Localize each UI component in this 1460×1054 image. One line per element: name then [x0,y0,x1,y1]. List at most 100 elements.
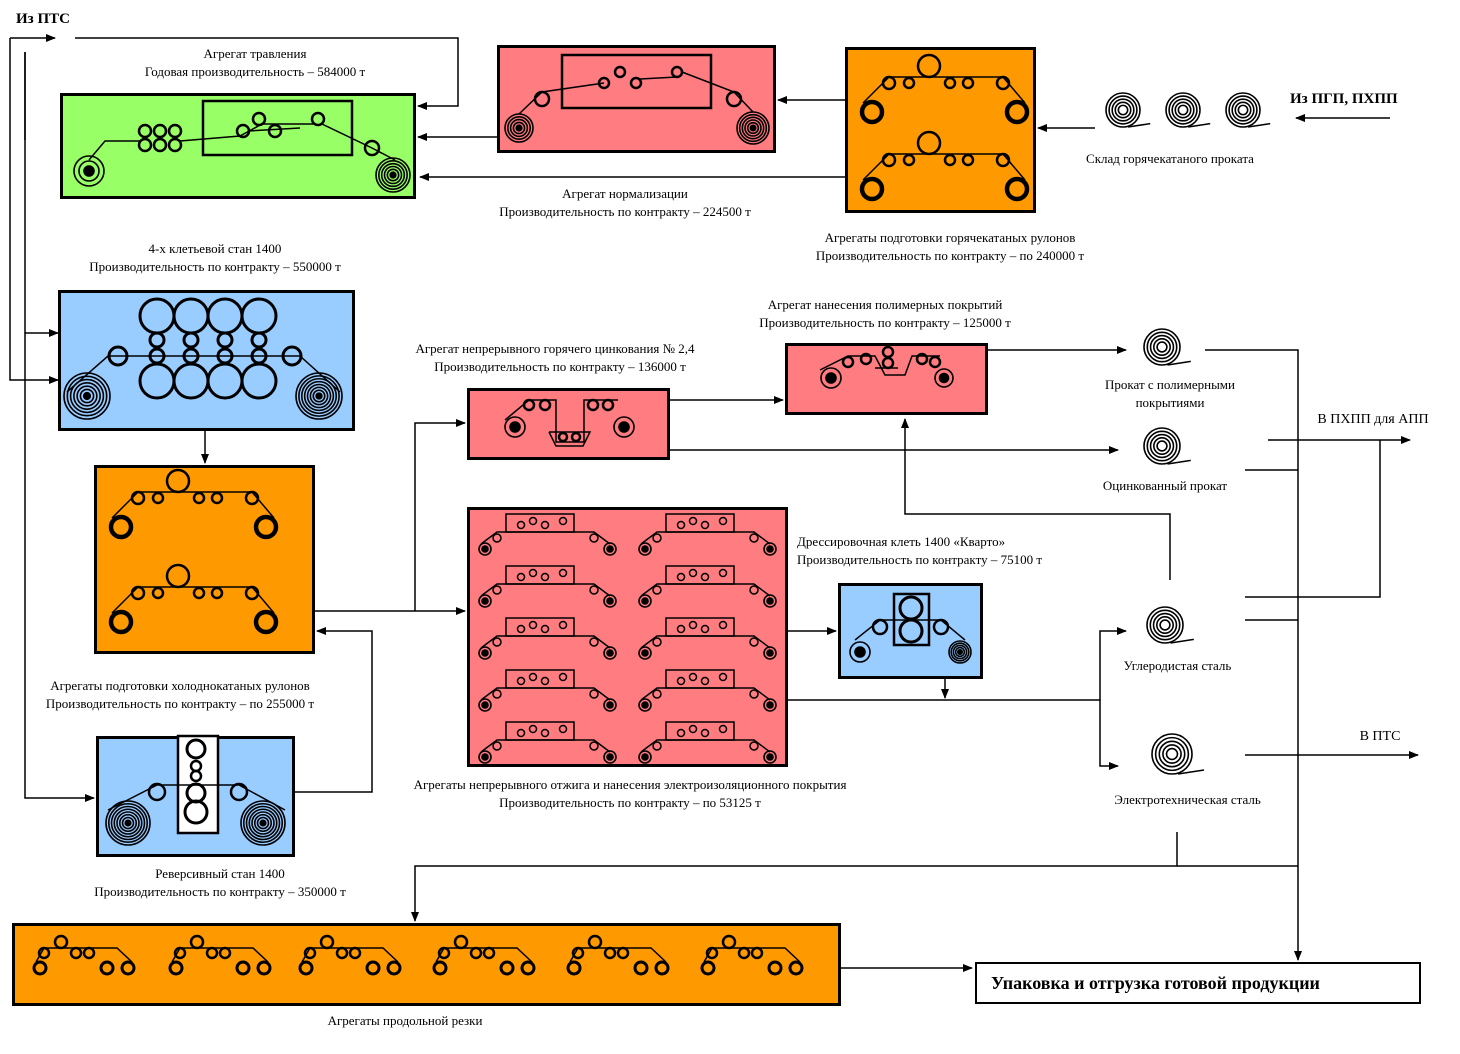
skin-pass-capacity: Производительность по контракту – 75100 … [797,552,1043,567]
strip [480,739,611,753]
roller [528,724,538,734]
roller [540,676,550,686]
roller [516,572,526,582]
roller [138,362,176,400]
reversing-uncoiler [107,802,149,844]
flow-arrow [1205,349,1302,961]
carbon-coil [1149,609,1181,641]
roller [932,618,950,636]
reversing-capacity: Производительность по контракту – 350000… [94,884,346,899]
roller [137,123,153,139]
frame [665,513,735,533]
anneal-uncoiler [481,649,489,657]
roller [676,624,686,634]
skin-recoiler [954,646,966,658]
slit-coil-b [386,960,402,976]
roller [148,331,166,349]
roller [881,356,895,370]
galvanizing-unit-box [467,388,670,460]
slit-uncoiler [700,960,716,976]
roller [453,934,469,950]
slit-coil-b [654,960,670,976]
galv-uncoiler [509,421,521,433]
anneal-recoiler [763,594,777,608]
roller [676,728,686,738]
strip [178,491,275,519]
hot-coil-3 [1247,122,1271,128]
anneal-recoiler [606,753,614,761]
prep-uncoiler [108,609,134,635]
roller [240,297,278,335]
roller [589,741,599,751]
mill4-uncoiler [83,392,91,400]
anneal-recoiler [766,753,774,761]
roller [558,724,568,734]
frame [505,565,575,585]
reversing-uncoiler [113,808,143,838]
roller [558,516,568,526]
flow-arrow [24,52,59,337]
roller [725,90,743,108]
anneal-uncoiler [481,597,489,605]
slit-coil-a [499,960,515,976]
pickling-recoiler [386,168,400,182]
roller [183,799,209,825]
polymer-name: Агрегат нанесения полимерных покрытий [767,297,1003,312]
hot-store-name: Склад горячекатаного проката [1086,151,1254,166]
electrical-coil [1162,744,1182,764]
roller [492,741,502,751]
mill4-recoiler [300,377,338,415]
galvanized-coil [1143,427,1181,465]
skin-recoiler [952,644,968,660]
frame [201,99,354,157]
roller [841,355,855,369]
roller [205,946,219,960]
strip [111,491,178,519]
roller [348,946,362,960]
hot-coil-2 [1177,104,1189,116]
roller [881,345,895,359]
roller [267,123,283,139]
flow-arrow [788,627,1127,701]
prep-uncoiler [108,514,134,540]
carbon-coil [1146,606,1184,644]
anneal-uncoiler [481,545,489,553]
strip [480,583,611,597]
electrical-coil [1177,769,1205,775]
galvanized-coil [1149,433,1175,459]
strip [321,123,396,161]
anneal-uncoiler [481,753,489,761]
anneal-recoiler [603,542,617,556]
strip [639,76,678,80]
prep-roll-large [916,53,942,79]
reversing-recoiler [242,802,284,844]
roller [540,520,550,530]
mill4-uncoiler [69,378,105,414]
polymer-coil [1143,328,1181,366]
anneal-recoiler [603,750,617,764]
slit-uncoiler [168,960,184,976]
destination-pts-label: В ПТС [1359,729,1401,744]
roller [250,331,268,349]
galvanized-product-label: Оцинкованный прокат [1102,478,1228,493]
hot-coil-2 [1168,95,1198,125]
strip [480,687,611,701]
roller [528,568,538,578]
anneal-uncoiler [641,597,649,605]
reversing-recoiler [256,816,270,830]
roller [558,568,568,578]
roller [629,76,643,90]
roller [492,585,502,595]
strip [518,82,605,115]
roller [749,585,759,595]
roller [915,352,929,366]
polymer-coil [1156,341,1168,353]
frame [665,669,735,689]
flow-arrow [24,333,95,802]
strip [435,947,533,963]
roller [750,946,764,960]
roller [676,676,686,686]
hot-coil-2 [1171,98,1195,122]
pickling-uncoiler [78,160,100,182]
roller [540,624,550,634]
